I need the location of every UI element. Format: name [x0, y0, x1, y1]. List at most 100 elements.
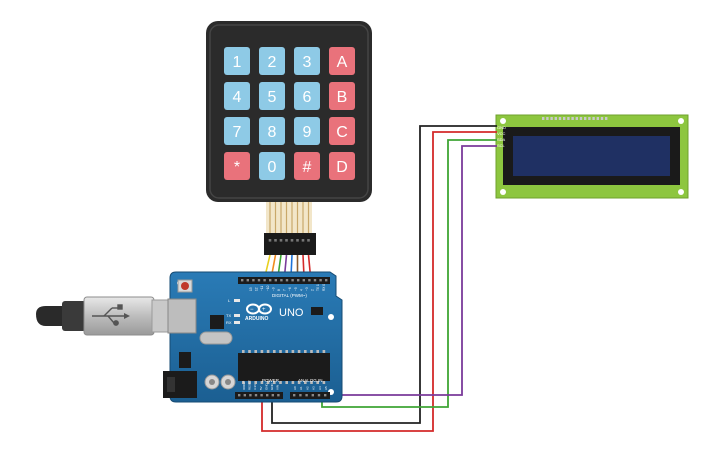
key-cap — [224, 152, 250, 180]
capacitor-top — [225, 379, 231, 385]
digital-pin-hole[interactable] — [319, 279, 322, 282]
power-pin-hole[interactable] — [254, 394, 258, 397]
analog-pin-hole[interactable] — [293, 394, 296, 397]
power-header — [235, 392, 283, 399]
connector-pin — [301, 239, 305, 242]
connector-pin — [279, 239, 283, 242]
wire-sda-green[interactable] — [321, 139, 497, 408]
digital-pin-hole[interactable] — [257, 279, 261, 282]
keypad-key-4[interactable]: 4 — [224, 82, 250, 110]
keypad-key-9[interactable]: 9 — [294, 117, 320, 145]
power-pin-hole[interactable] — [277, 394, 280, 397]
led-rx — [234, 321, 240, 324]
key-cap — [224, 47, 250, 75]
keypad-key-*[interactable]: * — [224, 152, 250, 180]
analog-pin-label: A4 — [318, 386, 322, 390]
wire-vcc-red[interactable] — [261, 131, 497, 432]
digital-pin-hole[interactable] — [302, 279, 305, 282]
power-pin-hole[interactable] — [260, 394, 263, 397]
digital-pin-hole[interactable] — [252, 279, 255, 282]
keypad-key-0[interactable]: 0 — [259, 152, 285, 180]
lcd-pad — [546, 117, 549, 120]
key-label: B — [337, 89, 348, 106]
digital-pin-hole[interactable] — [241, 279, 244, 282]
digital-pin-hole[interactable] — [291, 279, 294, 282]
lcd-pad — [584, 117, 587, 120]
keypad-key-D[interactable]: D — [329, 152, 355, 180]
keypad-key-5[interactable]: 5 — [259, 82, 285, 110]
reset-button[interactable] — [181, 282, 189, 290]
chip-leg — [310, 350, 313, 353]
digital-label: DIGITAL (PWM~) — [272, 293, 307, 298]
mount-hole — [328, 314, 334, 320]
analog-pin-hole[interactable] — [299, 394, 302, 397]
keypad-key-B[interactable]: B — [329, 82, 355, 110]
keypad-key-2[interactable]: 2 — [259, 47, 285, 75]
key-label: 3 — [303, 54, 312, 71]
analog-pin-hole[interactable] — [324, 394, 327, 397]
power-pin-label: 3.3V — [253, 384, 257, 390]
digital-pin-hole[interactable] — [297, 279, 300, 282]
power-pin-hole[interactable] — [249, 394, 252, 397]
digital-pin-hole[interactable] — [269, 279, 272, 282]
keypad-key-7[interactable]: 7 — [224, 117, 250, 145]
digital-pin-hole[interactable] — [285, 279, 289, 282]
lcd-pin-scl-label: SCL — [497, 143, 506, 148]
analog-pin-label: A5 — [324, 386, 328, 390]
wire-gnd-black[interactable] — [271, 125, 497, 424]
analog-pin-hole[interactable] — [317, 394, 321, 397]
keypad-key-A[interactable]: A — [329, 47, 355, 75]
chip-leg — [279, 350, 282, 353]
digital-pin-hole[interactable] — [308, 279, 311, 282]
digital-pin-hole[interactable] — [263, 279, 266, 282]
digital-pin-label: 4 — [299, 289, 303, 291]
analog-pin-hole[interactable] — [305, 394, 308, 397]
power-pin-hole[interactable] — [271, 394, 274, 397]
lcd-pad — [588, 117, 591, 120]
chip-leg — [322, 381, 326, 384]
usb-cable-boot — [62, 301, 86, 331]
lcd-pad — [592, 117, 595, 120]
power-pin-hole[interactable] — [266, 394, 269, 397]
lcd-pad — [571, 117, 574, 120]
chip-leg — [273, 350, 276, 353]
digital-pin-label: ~6 — [288, 287, 292, 291]
digital-pin-hole[interactable] — [274, 279, 277, 282]
lcd-pin-vcc-label: VCC — [497, 131, 506, 136]
chip-leg — [242, 381, 245, 384]
analog-pin-hole[interactable] — [311, 394, 314, 397]
digital-pin-hole[interactable] — [325, 279, 328, 282]
digital-pin-label: 2 — [311, 289, 315, 291]
keypad-key-C[interactable]: C — [329, 117, 355, 145]
lcd-pad — [550, 117, 553, 120]
wire-scl-purple[interactable] — [328, 145, 497, 396]
lcd-wires — [261, 125, 497, 432]
power-pin-hole[interactable] — [243, 394, 246, 397]
keypad-key-#[interactable]: # — [294, 152, 320, 180]
connector-pins — [268, 239, 310, 242]
lcd-pad — [542, 117, 545, 120]
bottom-header-pins — [238, 394, 327, 397]
analog-pin-label: A3 — [312, 386, 316, 390]
key-cap — [329, 117, 355, 145]
chip-leg — [248, 381, 251, 384]
key-cap — [329, 82, 355, 110]
keypad-key-3[interactable]: 3 — [294, 47, 320, 75]
digital-pin-hole[interactable] — [246, 279, 249, 282]
connector-pin — [268, 239, 272, 242]
usb-port[interactable] — [167, 298, 197, 334]
digital-pin-hole[interactable] — [280, 279, 283, 282]
key-cap — [294, 117, 320, 145]
keypad-key-1[interactable]: 1 — [224, 47, 250, 75]
keypad-key-8[interactable]: 8 — [259, 117, 285, 145]
key-cap — [259, 117, 285, 145]
lcd-module: GND VCC SDA SCL — [495, 114, 689, 199]
keypad-key-6[interactable]: 6 — [294, 82, 320, 110]
power-pin-hole[interactable] — [238, 394, 241, 397]
chip-leg — [260, 381, 264, 384]
key-cap — [259, 82, 285, 110]
chip-leg — [254, 381, 257, 384]
digital-pin-hole[interactable] — [313, 279, 317, 282]
connector-pin — [274, 239, 277, 242]
